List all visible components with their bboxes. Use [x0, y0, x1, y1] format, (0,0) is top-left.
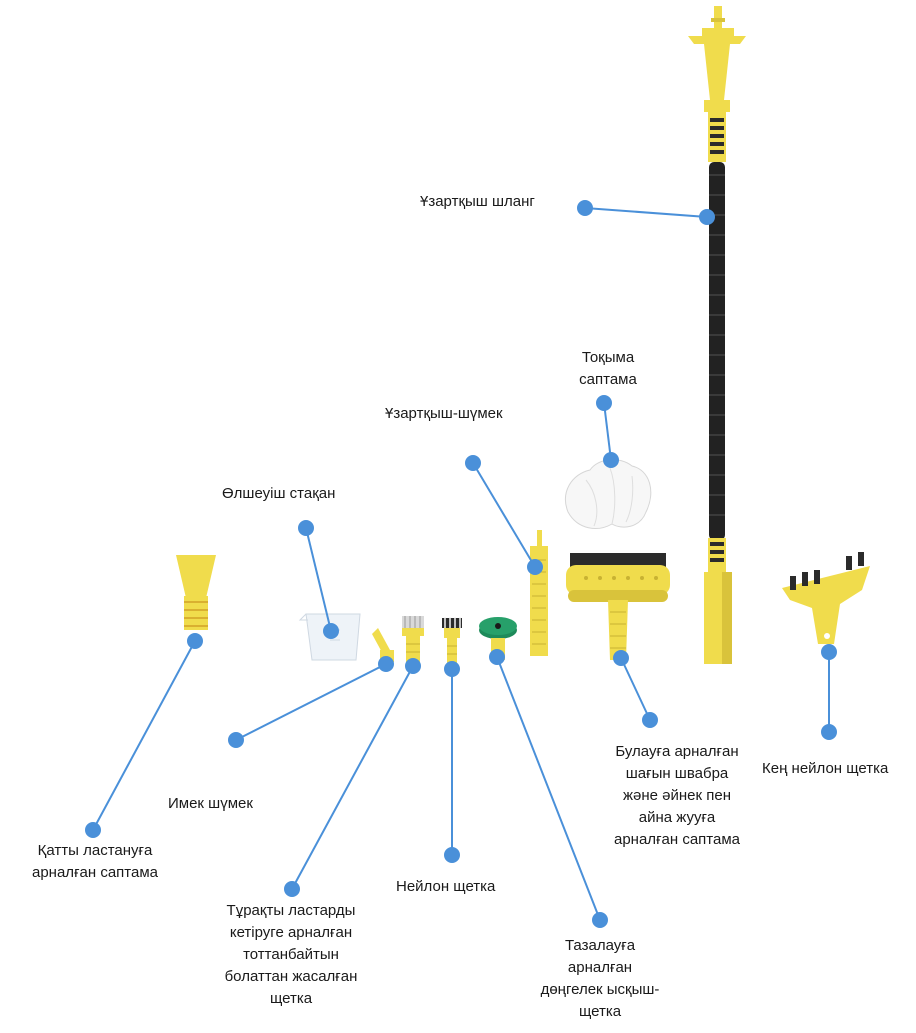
label-extension-nozzle: Ұзартқыш-шүмек: [385, 405, 503, 422]
label-round-scraper: Тазалауға арналған дөңгелек ысқыш- щетка: [540, 937, 660, 1020]
wide-brush-leader: [821, 644, 837, 740]
window-nozzle-leader: [613, 650, 658, 728]
cloth-illustration: [565, 459, 652, 529]
hose-illustration: [688, 6, 746, 664]
label-window-nozzle: Булауға арналған шағын швабра және әйнек…: [614, 743, 740, 848]
label-nylon-brush: Нейлон щетка: [396, 878, 496, 895]
nylon-brush-illustration: [442, 617, 462, 664]
label-curved-nozzle: Имек шүмек: [168, 795, 253, 812]
steel-brush-illustration: [402, 616, 424, 662]
wide-nylon-brush-illustration: [782, 552, 870, 644]
round-scraper-leader: [489, 649, 608, 928]
window-nozzle-illustration: [566, 553, 670, 660]
extension-nozzle-illustration: [530, 530, 548, 656]
extension-nozzle-leader: [465, 455, 543, 575]
hose-leader: [577, 200, 715, 225]
label-steel-brush: Тұрақты ластарды кетіруге арналған тотта…: [224, 902, 358, 1007]
heavy-stain-nozzle-illustration: [176, 555, 216, 630]
label-hose: Ұзартқыш шланг: [420, 193, 535, 210]
heavy-stain-leader: [85, 633, 203, 838]
steel-brush-leader: [284, 658, 421, 897]
measuring-cup-leader: [298, 520, 339, 639]
nylon-brush-leader: [444, 661, 460, 863]
label-heavy-stain-nozzle: Қатты ластануға арналған саптама: [32, 842, 158, 881]
leader-lines: [85, 200, 837, 928]
label-wide-nylon-brush: Кең нейлон щетка: [762, 760, 889, 777]
cloth-leader: [596, 395, 619, 468]
label-cloth: Тоқыма саптама: [579, 349, 637, 388]
label-measuring-cup: Өлшеуіш стақан: [222, 485, 336, 502]
curved-nozzle-leader: [228, 656, 394, 748]
